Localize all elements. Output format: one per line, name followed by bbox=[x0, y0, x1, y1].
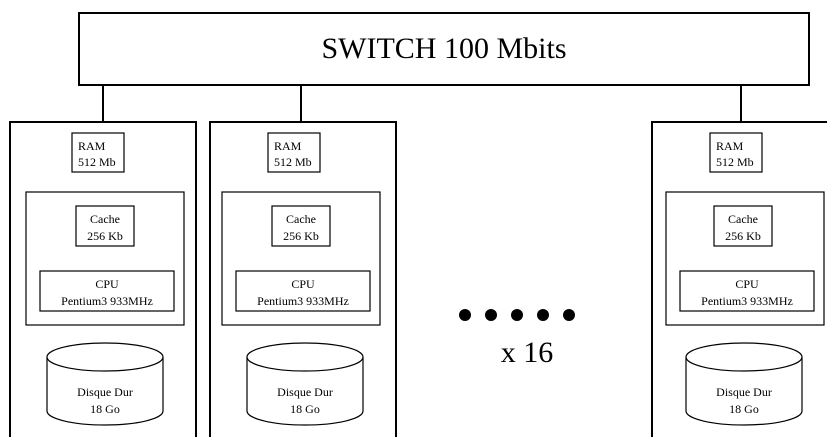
disk: Disque Dur 18 Go bbox=[685, 342, 803, 426]
node-frame bbox=[209, 121, 397, 437]
cpu-model: Pentium3 933MHz bbox=[61, 294, 153, 308]
dot bbox=[537, 309, 549, 321]
node-16: RAM 512 Mb Cache 256 Kb CPU Pentium3 933… bbox=[651, 121, 827, 437]
ram-size: 512 Mb bbox=[274, 155, 312, 169]
cpu-model: Pentium3 933MHz bbox=[257, 294, 349, 308]
dot bbox=[511, 309, 523, 321]
cpu-label: CPU bbox=[291, 277, 315, 291]
dot bbox=[563, 309, 575, 321]
cpu-box bbox=[39, 270, 175, 312]
ram-box bbox=[71, 132, 125, 173]
switch: SWITCH 100 Mbits bbox=[78, 12, 810, 86]
ram-size: 512 Mb bbox=[716, 155, 754, 169]
node-2: RAM 512 Mb Cache 256 Kb CPU Pentium3 933… bbox=[209, 121, 397, 437]
cache-size: 256 Kb bbox=[283, 229, 319, 243]
node-1: RAM 512 Mb Cache 256 Kb CPU Pentium3 933… bbox=[9, 121, 197, 437]
disk-body bbox=[246, 357, 364, 426]
cache-box bbox=[271, 205, 331, 247]
dot bbox=[485, 309, 497, 321]
dot bbox=[459, 309, 471, 321]
cache-size: 256 Kb bbox=[725, 229, 761, 243]
ellipsis-dots bbox=[459, 309, 575, 321]
cache-label: Cache bbox=[286, 212, 316, 226]
disk-label: Disque Dur bbox=[716, 385, 772, 399]
switch-box bbox=[78, 12, 810, 86]
ram-box bbox=[267, 132, 321, 173]
disk-body bbox=[46, 357, 164, 426]
cpu-label: CPU bbox=[735, 277, 759, 291]
node-multiplier: x 16 bbox=[459, 309, 575, 369]
disk-top bbox=[685, 342, 803, 372]
cache-box bbox=[75, 205, 135, 247]
node-count: x 16 bbox=[501, 336, 554, 369]
cache-label: Cache bbox=[728, 212, 758, 226]
ram-label: RAM bbox=[78, 139, 106, 153]
disk-top bbox=[246, 342, 364, 372]
cpu-box bbox=[235, 270, 371, 312]
cpu-model: Pentium3 933MHz bbox=[701, 294, 793, 308]
disk-size: 18 Go bbox=[290, 402, 320, 416]
ram-label: RAM bbox=[274, 139, 302, 153]
node-frame bbox=[651, 121, 827, 437]
cache-box bbox=[713, 205, 773, 247]
disk: Disque Dur 18 Go bbox=[246, 342, 364, 426]
disk: Disque Dur 18 Go bbox=[46, 342, 164, 426]
cache-label: Cache bbox=[90, 212, 120, 226]
ram-label: RAM bbox=[716, 139, 744, 153]
cpu-label: CPU bbox=[95, 277, 119, 291]
disk-top bbox=[46, 342, 164, 372]
switch-label: SWITCH 100 Mbits bbox=[321, 32, 566, 65]
cache-size: 256 Kb bbox=[87, 229, 123, 243]
disk-size: 18 Go bbox=[729, 402, 759, 416]
disk-label: Disque Dur bbox=[277, 385, 333, 399]
disk-body bbox=[685, 357, 803, 426]
disk-size: 18 Go bbox=[90, 402, 120, 416]
disk-label: Disque Dur bbox=[77, 385, 133, 399]
cpu-box bbox=[679, 270, 815, 312]
ram-size: 512 Mb bbox=[78, 155, 116, 169]
ram-box bbox=[709, 132, 763, 173]
switch-links bbox=[102, 85, 742, 122]
node-frame bbox=[9, 121, 197, 437]
